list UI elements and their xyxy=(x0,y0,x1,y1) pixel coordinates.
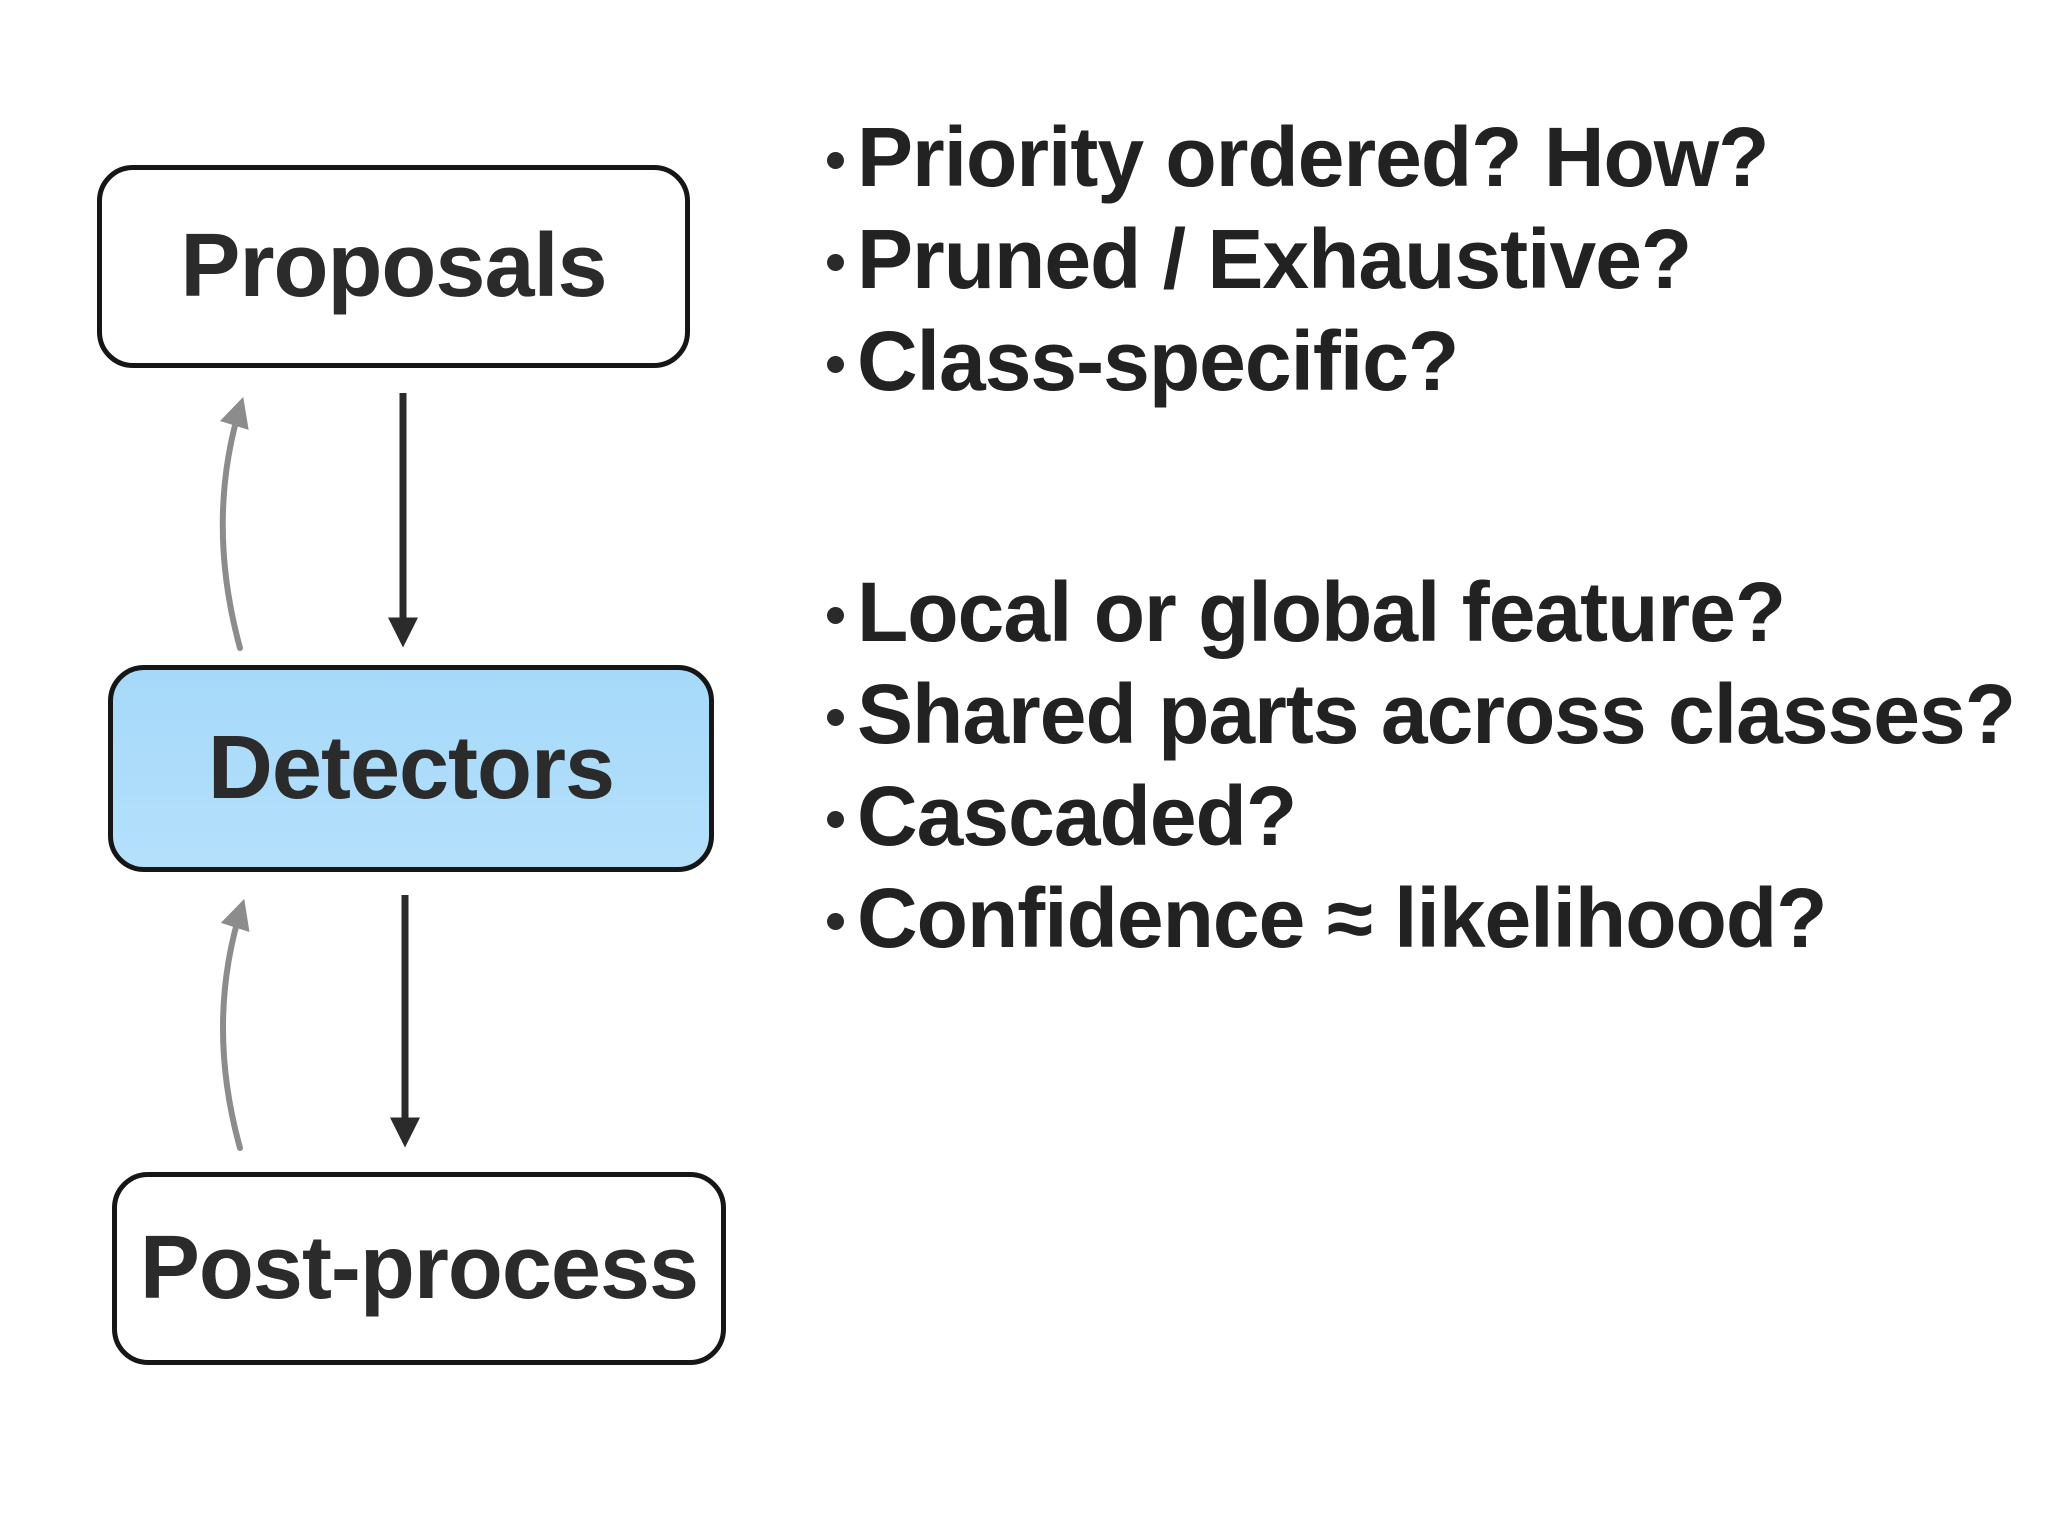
bullet-dot-icon xyxy=(827,607,844,624)
bullet-item: Local or global feature? xyxy=(820,561,2040,663)
node-detectors: Detectors xyxy=(108,665,714,872)
arrow-postprocess-to-detectors-feedback xyxy=(220,898,250,1151)
bullet-group-proposals-questions: Priority ordered? How? Pruned / Exhausti… xyxy=(820,106,2040,412)
bullet-dot-icon xyxy=(827,254,844,271)
bullet-item: Pruned / Exhaustive? xyxy=(820,208,2040,310)
bullet-text: Pruned / Exhaustive? xyxy=(857,212,1692,306)
node-postprocess-label: Post-process xyxy=(139,1218,699,1318)
bullet-item: Priority ordered? How? xyxy=(820,106,2040,208)
bullet-dot-icon xyxy=(827,811,844,828)
bullet-dot-icon xyxy=(827,356,844,373)
bullet-item: Confidence ≈ likelihood? xyxy=(820,867,2040,969)
node-proposals-label: Proposals xyxy=(180,216,607,316)
arrow-detectors-to-proposals-feedback xyxy=(219,396,249,651)
bullet-text: Confidence ≈ likelihood? xyxy=(857,871,1827,965)
node-detectors-label: Detectors xyxy=(207,718,615,818)
bullet-text: Cascaded? xyxy=(857,769,1297,863)
node-proposals: Proposals xyxy=(97,165,690,368)
bullet-item: Cascaded? xyxy=(820,765,2040,867)
bullet-text: Class-specific? xyxy=(857,314,1459,408)
bullet-dot-icon xyxy=(827,152,844,169)
bullet-dot-icon xyxy=(827,913,844,930)
bullet-item: Class-specific? xyxy=(820,310,2040,412)
bullet-group-detectors-questions: Local or global feature? Shared parts ac… xyxy=(820,561,2040,969)
bullet-text: Shared parts across classes? xyxy=(857,667,2016,761)
bullet-text: Local or global feature? xyxy=(857,565,1786,659)
bullet-text: Priority ordered? How? xyxy=(857,110,1769,204)
bullet-item: Shared parts across classes? xyxy=(820,663,2040,765)
bullet-dot-icon xyxy=(827,709,844,726)
node-postprocess: Post-process xyxy=(112,1172,726,1365)
